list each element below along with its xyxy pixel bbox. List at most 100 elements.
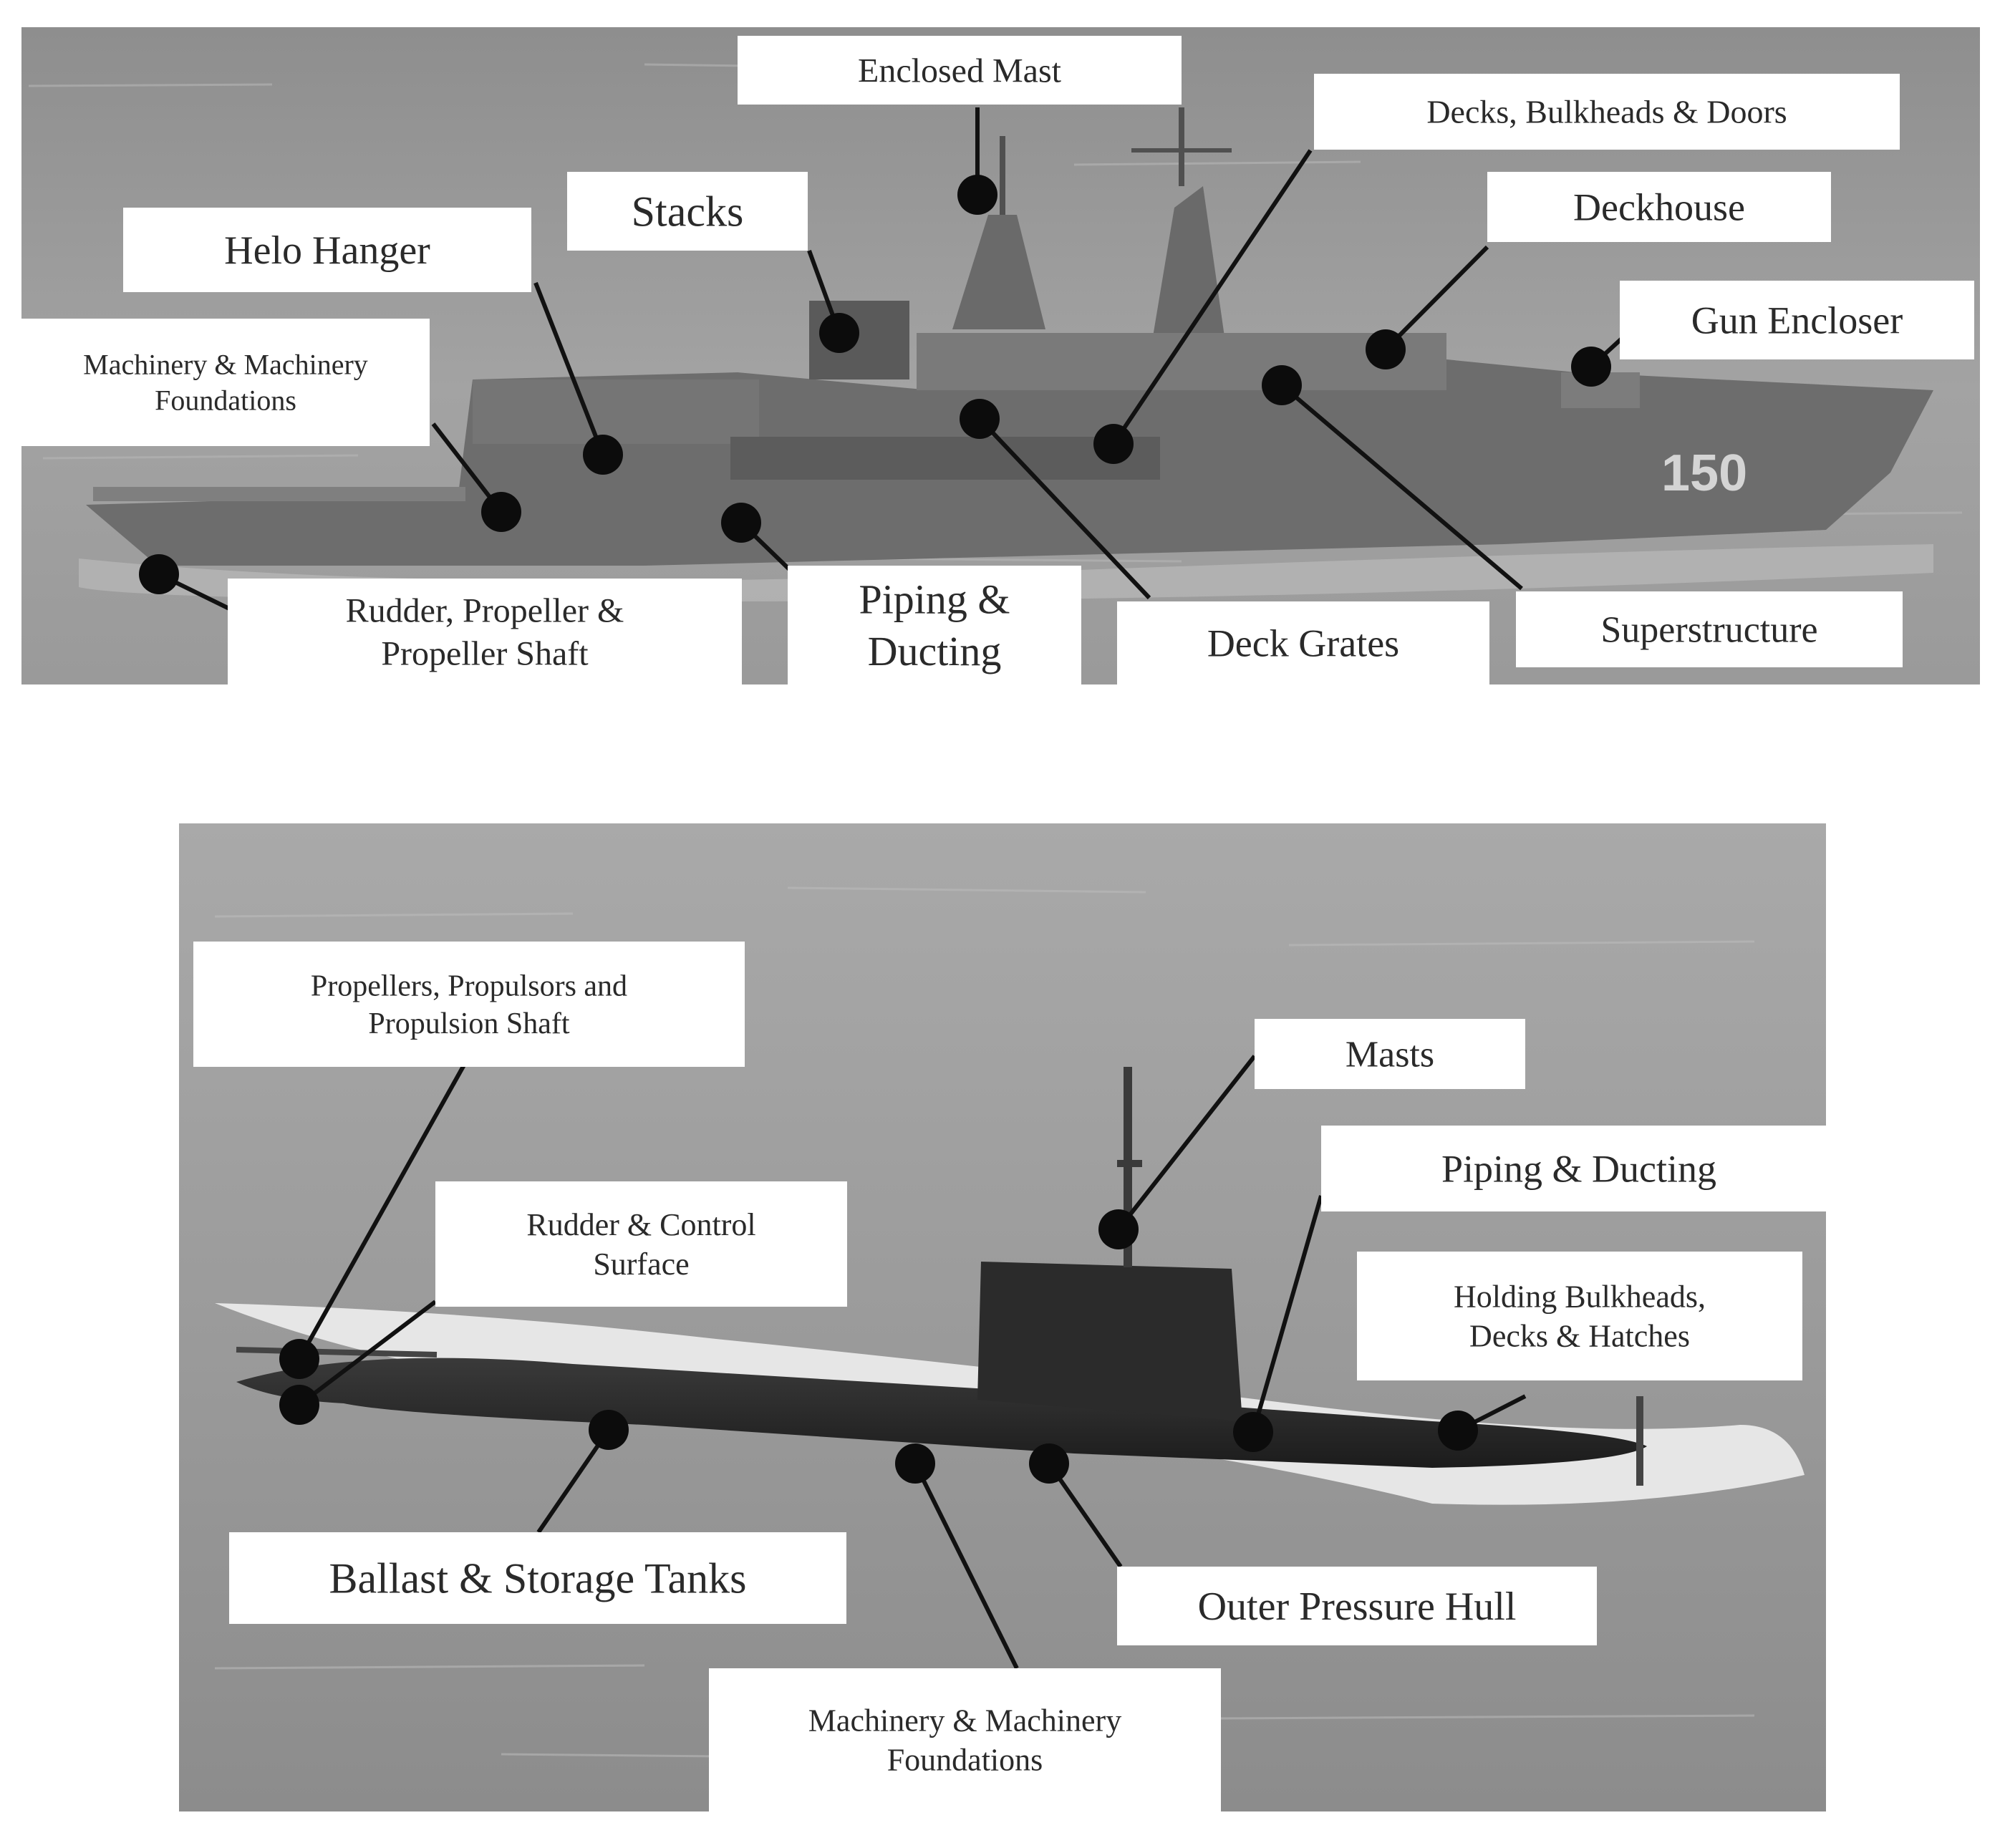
machinery-foundations-callout-dot xyxy=(895,1443,935,1484)
piping-ducting-label-text: Piping & xyxy=(859,576,1010,622)
submarine-sail xyxy=(977,1262,1242,1421)
deckhouse-leader-line xyxy=(1383,245,1489,352)
piping-ducting-callout-dot xyxy=(1233,1412,1273,1452)
piping-ducting-callout-dot xyxy=(721,503,761,543)
rudder-control-surface-label-text: Rudder & Control xyxy=(526,1207,755,1242)
rudder-propeller-shaft-label-text: Rudder, Propeller & xyxy=(346,591,624,629)
helo-hanger-callout-dot xyxy=(583,435,623,475)
superstructure-label-text: Superstructure xyxy=(1600,610,1817,651)
decks-bulkheads-doors-label-text: Decks, Bulkheads & Doors xyxy=(1426,94,1787,130)
deckhouse-label-text: Deckhouse xyxy=(1573,185,1745,228)
helo-hanger-leader-line xyxy=(533,281,605,456)
enclosed-mast-callout-dot xyxy=(957,175,997,215)
propellers-propulsors-shaft-label-box xyxy=(193,942,745,1067)
stacks-label: Stacks xyxy=(567,172,808,251)
superstructure-leader-line xyxy=(1280,383,1523,591)
propellers-propulsors-shaft-leader-line xyxy=(297,1055,471,1360)
ballast-storage-tanks-label: Ballast & Storage Tanks xyxy=(229,1532,846,1624)
rudder-control-surface-label-box xyxy=(435,1181,847,1307)
piping-ducting-label-text: Ducting xyxy=(868,628,1002,674)
piping-ducting-label-box xyxy=(1321,1126,1837,1211)
machinery-foundations-label-text: Foundations xyxy=(155,384,296,417)
outer-pressure-hull-leader-line xyxy=(1047,1462,1123,1568)
superstructure-label-box xyxy=(1516,591,1903,667)
rudder-control-surface-callout-dot xyxy=(279,1385,319,1425)
ballast-storage-tanks-leader-line xyxy=(536,1428,611,1534)
gun-encloser-label: Gun Encloser xyxy=(1620,281,1974,359)
stacks-callout-dot xyxy=(819,313,859,353)
holding-bulkheads-label-text: Holding Bulkheads, xyxy=(1454,1279,1706,1314)
enclosed-mast-label-text: Enclosed Mast xyxy=(858,52,1062,90)
ballast-storage-tanks-label-box xyxy=(229,1532,846,1624)
gun-encloser-label-text: Gun Encloser xyxy=(1691,299,1903,342)
ship-flight-deck xyxy=(93,487,465,501)
deck-grates-label: Deck Grates xyxy=(1117,601,1489,684)
piping-ducting-label: Piping & Ducting xyxy=(788,566,1081,684)
rudder-propeller-shaft-label-text: Propeller Shaft xyxy=(381,634,589,672)
piping-ducting-leader-line xyxy=(1251,1195,1323,1433)
decks-bulkheads-doors-label: Decks, Bulkheads & Doors xyxy=(1314,74,1900,150)
piping-ducting-label: Piping & Ducting xyxy=(1321,1126,1837,1211)
machinery-foundations-callout-dot xyxy=(481,492,521,532)
stacks-label-text: Stacks xyxy=(632,188,744,235)
deck-grates-label-text: Deck Grates xyxy=(1207,621,1399,664)
rudder-control-surface-leader-line xyxy=(298,1300,437,1407)
decks-bulkheads-doors-label-box xyxy=(1314,74,1900,150)
propellers-propulsors-shaft-label-text: Propulsion Shaft xyxy=(368,1007,570,1040)
holding-bulkheads-label-box xyxy=(1357,1252,1802,1380)
rudder-propeller-shaft-label: Rudder, Propeller & Propeller Shaft xyxy=(228,579,742,684)
helo-hanger-label-text: Helo Hanger xyxy=(224,228,430,273)
decks-bulkheads-doors-leader-line xyxy=(1111,149,1313,445)
machinery-foundations-label-box xyxy=(21,319,430,446)
outer-pressure-hull-label-text: Outer Pressure Hull xyxy=(1198,1585,1517,1629)
deck-grates-label-box xyxy=(1117,601,1489,684)
piping-ducting-label-text: Piping & Ducting xyxy=(1441,1147,1716,1190)
masts-leader-line xyxy=(1116,1055,1257,1231)
deckhouse-label: Deckhouse xyxy=(1487,172,1831,242)
piping-ducting-label-box xyxy=(788,566,1081,684)
superstructure-callout-dot xyxy=(1262,365,1302,405)
rudder-control-surface-label-text: Surface xyxy=(593,1247,689,1282)
decks-bulkheads-doors-callout-dot xyxy=(1093,424,1134,464)
sea-texture xyxy=(214,886,1755,1759)
gun-encloser-callout-dot xyxy=(1571,347,1611,387)
helo-hanger-label: Helo Hanger xyxy=(123,208,531,292)
deck-grates-leader-line xyxy=(977,417,1151,600)
ship-deck-openings xyxy=(730,437,1160,480)
superstructure-label: Superstructure xyxy=(1516,591,1903,667)
masts-callout-dot xyxy=(1098,1209,1139,1249)
ballast-storage-tanks-callout-dot xyxy=(589,1410,629,1450)
ship-mast-shape xyxy=(952,215,1045,329)
submarine-leader-lines xyxy=(297,1055,1527,1670)
machinery-foundations-label-text: Machinery & Machinery xyxy=(83,349,368,381)
machinery-foundations-label-text: Machinery & Machinery xyxy=(808,1703,1121,1738)
masts-label-text: Masts xyxy=(1346,1035,1434,1075)
machinery-foundations-leader-line xyxy=(913,1462,1019,1670)
deck-grates-callout-dot xyxy=(960,399,1000,439)
machinery-foundations-label-text: Foundations xyxy=(887,1742,1043,1777)
helo-hanger-label-box xyxy=(123,208,531,292)
holding-bulkheads-callout-dot xyxy=(1438,1411,1478,1451)
deckhouse-label-box xyxy=(1487,172,1831,242)
rudder-propeller-shaft-label-box xyxy=(228,579,742,684)
enclosed-mast-label: Enclosed Mast xyxy=(738,36,1182,105)
gun-encloser-label-box xyxy=(1620,281,1974,359)
machinery-foundations-label-box xyxy=(709,1668,1221,1811)
propellers-propulsors-shaft-label-text: Propellers, Propulsors and xyxy=(311,970,627,1003)
rudder-propeller-shaft-callout-dot xyxy=(139,554,179,594)
ship-hangar-block xyxy=(473,379,759,444)
enclosed-mast-label-box xyxy=(738,36,1182,105)
ballast-storage-tanks-label-text: Ballast & Storage Tanks xyxy=(329,1554,747,1602)
ship-callout-dots xyxy=(139,175,1611,594)
masts-label-box xyxy=(1255,1019,1525,1089)
outer-pressure-hull-label: Outer Pressure Hull xyxy=(1117,1567,1597,1645)
